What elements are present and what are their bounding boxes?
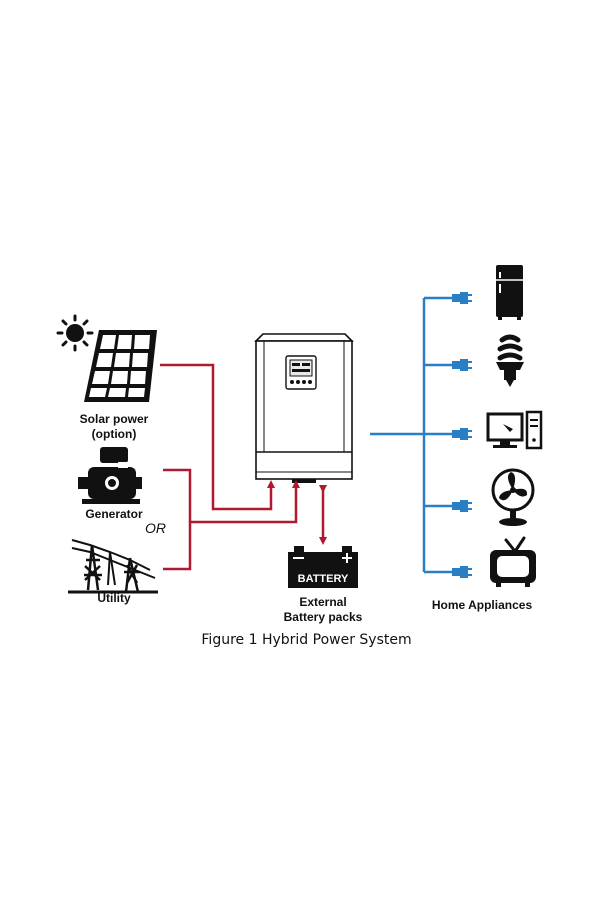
generator-icon xyxy=(78,447,142,504)
solar-line xyxy=(160,363,275,511)
inverter-unit xyxy=(254,333,354,483)
figure-caption: Figure 1 Hybrid Power System xyxy=(201,632,412,648)
television-icon xyxy=(490,536,536,587)
generator-label: Generator xyxy=(85,507,143,521)
power-input-lines xyxy=(160,363,327,571)
utility-tower-icon xyxy=(68,539,158,594)
appliances-label: Home Appliances xyxy=(431,598,533,612)
fan-icon xyxy=(491,468,535,526)
utility-label: Utility xyxy=(97,591,131,605)
sun-icon xyxy=(56,314,94,352)
computer-icon xyxy=(486,410,543,450)
battery-text: BATTERY xyxy=(298,573,349,585)
or-label: OR xyxy=(145,520,166,536)
light-bulb-icon xyxy=(496,334,524,387)
solar-label: Solar power (option) xyxy=(64,412,164,442)
solar-label-line2: (option) xyxy=(91,427,137,441)
refrigerator-icon xyxy=(496,265,523,320)
battery-label-line2: Battery packs xyxy=(283,610,363,624)
utility-line xyxy=(163,522,192,571)
ac-output-lines xyxy=(370,296,452,574)
solar-label-line1: Solar power xyxy=(79,412,149,426)
battery-icon: BATTERY xyxy=(288,546,358,588)
solar-panel-icon xyxy=(84,330,157,402)
plug-icons xyxy=(452,292,472,578)
battery-label: External Battery packs xyxy=(268,595,378,625)
battery-label-line1: External xyxy=(299,595,347,609)
